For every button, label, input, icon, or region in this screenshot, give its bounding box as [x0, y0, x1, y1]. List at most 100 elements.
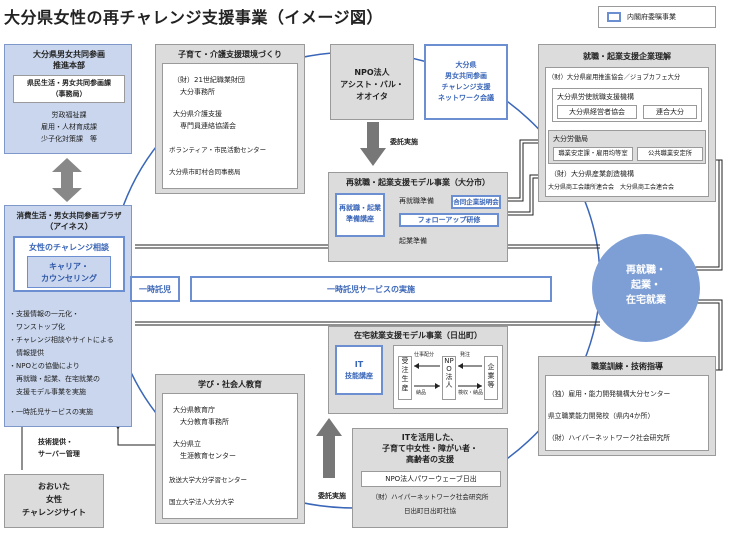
- childcare-line-3: 大分県介護支援: [173, 110, 222, 118]
- career-2: カウンセリング: [41, 274, 97, 283]
- childcare-box: 子育て・介護支援環境づくり （財）21世紀職業財団 大分事務所 大分県介護支援 …: [155, 44, 305, 194]
- network-line-2: 男女共同参画: [445, 72, 487, 80]
- it-course-2: 技能講座: [345, 372, 373, 380]
- childcare-line-6: 大分県市町村合同事務局: [169, 168, 241, 176]
- rengo-oita-label: 連合大分: [656, 108, 684, 116]
- labor-bureau: 大分労働局: [553, 135, 588, 143]
- legend-swatch: [607, 12, 621, 22]
- learning-title: 学び・社会人教育: [198, 380, 262, 389]
- plaza-title-1: 消費生活・男女共同参画プラザ: [16, 211, 122, 220]
- labor-org-box: 大分県労使就職支援機構 大分県経営者協会 連合大分: [552, 88, 702, 122]
- childcare-line-2: 大分事務所: [173, 88, 215, 96]
- plaza-bullet-6: 再就職・起業、在宅就業の: [9, 375, 100, 383]
- order-production: 受注生産: [398, 356, 412, 400]
- rengo-oita: 連合大分: [643, 105, 697, 119]
- employment-section: 職業安定課・雇用均等室: [553, 147, 633, 161]
- childcare-line-4: 専門員連絡協議会: [173, 122, 236, 130]
- vocational-line-3: （財）ハイパーネットワーク社会研究所: [548, 434, 671, 442]
- npo-mid-label: NPO法人: [444, 357, 454, 389]
- down-arrow-icon: [360, 122, 386, 166]
- label-distribution: 仕事配分: [414, 352, 435, 358]
- hq-title-1: 大分県男女共同参画: [33, 50, 105, 59]
- plaza-bullet-4: 情報提供: [9, 349, 44, 357]
- challenge-site-box: おおいた 女性 チャレンジサイト: [4, 474, 104, 528]
- home-title: 在宅就業支援モデル事業（日出町）: [354, 331, 482, 340]
- network-box: 大分県 男女共同参画 チャレンジ支援 ネットワーク会議: [424, 44, 508, 120]
- label-order: 発注: [460, 352, 471, 358]
- learning-line-5: 放送大学大分学習センター: [169, 476, 247, 484]
- plaza-bullet-5: ・NPOとの協働により: [9, 362, 80, 370]
- plaza-bullet-1: ・支援情報の一元化・: [9, 310, 79, 318]
- hq-line-3: 少子化対策課 等: [41, 135, 97, 143]
- npo-line-3: オオイタ: [356, 92, 388, 101]
- career-1: キャリア・: [49, 262, 89, 271]
- reemploy-title: 再就職・起業支援モデル事業（大分市）: [346, 178, 490, 187]
- npo-line-2: アシスト・バル・: [340, 80, 404, 89]
- reemploy-prep-2: 起業準備: [399, 237, 427, 245]
- reemploy-course: 再就職・起業準備講座: [339, 204, 381, 223]
- goal-line-3: 在宅就業: [626, 295, 666, 306]
- plaza-bullet-2: ワンストップ化: [9, 323, 65, 331]
- childcare-line-5: ボランティア・市民活動センター: [169, 146, 267, 154]
- hello-work-label: 公共職業安定所: [647, 150, 693, 157]
- plaza-box: 消費生活・男女共同参画プラザ （アイネス） 女性のチャレンジ相談 キャリア・ カ…: [4, 205, 132, 427]
- info-provide-label: 技術提供・: [38, 438, 73, 446]
- labor-org-title: 大分県労使就職支援機構: [557, 93, 634, 101]
- employ-line-1: （財）大分県雇用推進協会／ジョブカフェ大分: [548, 74, 681, 81]
- vocational-title: 職業訓練・技術指導: [591, 362, 663, 371]
- vocational-inner: （独）雇用・能力開発機構大分センター 県立職業能力開発校（県内4か所） （財）ハ…: [545, 375, 709, 451]
- hq-title-2: 推進本部: [53, 61, 85, 70]
- hq-secretariat-1: 県民生活・男女共同参画課: [27, 79, 111, 87]
- followup-box: フォローアップ研修: [399, 213, 499, 227]
- network-line-1: 大分県: [455, 61, 477, 69]
- company-label: 企業等: [487, 363, 495, 389]
- labor-bureau-box: 大分労働局 職業安定課・雇用均等室 公共職業安定所: [548, 130, 706, 164]
- it-org-1: NPO法人パワーウェーブ日出: [385, 475, 477, 483]
- server-management-label: サーバー管理: [38, 450, 80, 458]
- reemploy-course-box: 再就職・起業準備講座: [335, 193, 385, 237]
- legend: 内閣府委嘱事業: [598, 6, 716, 28]
- ichiji-service-box: 一時託児サービスの実施: [190, 276, 552, 302]
- chambers: 大分県商工会議所連合会 大分県商工会連合会: [548, 184, 675, 191]
- learning-line-4: 生涯教育センター: [173, 452, 236, 460]
- flow-arrows: [414, 363, 482, 389]
- label-delivery: 納品: [416, 390, 427, 396]
- home-flow-box: 受注生産 仕事配分 納品 NPO法人 発注 検収・納品 企業等: [393, 345, 503, 409]
- employ-council-title: 就職・起業支援企業理解: [583, 52, 671, 61]
- company: 企業等: [484, 356, 498, 400]
- up-down-arrow-icon: [52, 158, 82, 202]
- consign-label-1: 委託実施: [390, 138, 418, 146]
- plaza-bullet-8: ・一時託児サービスの実施: [9, 408, 93, 416]
- employers-assoc: 大分県経営者協会: [557, 105, 637, 119]
- it-course-1: IT: [354, 360, 364, 369]
- goal-line-1: 再就職・: [626, 265, 666, 276]
- it-org-3: 日出町日出町社協: [404, 507, 456, 515]
- hq-line-2: 雇用・人材育成課: [41, 123, 97, 131]
- joint-session-box: 合同企業説明会: [451, 195, 501, 209]
- consign-label-2: 委託実施: [318, 492, 346, 500]
- hq-secretariat: 県民生活・男女共同参画課 （事務局）: [13, 75, 125, 103]
- network-line-3: チャレンジ支援: [441, 83, 491, 91]
- site-line-3: チャレンジサイト: [22, 508, 86, 517]
- it-support-title-1: ITを活用した、: [401, 433, 459, 442]
- vocational-line-1: （独）雇用・能力開発機構大分センター: [548, 390, 671, 398]
- plaza-bullet-3: ・チャレンジ相談やサイトによる: [9, 336, 114, 344]
- ichiji-label: 一時託児: [139, 285, 171, 294]
- challenge-consult-title: 女性のチャレンジ相談: [29, 243, 109, 252]
- plaza-bullet-7: 支援モデル事業を実施: [9, 388, 86, 396]
- reemploy-box: 再就職・起業支援モデル事業（大分市） 再就職・起業準備講座 再就職準備 合同企業…: [328, 172, 508, 262]
- npo-box: NPO法人 アシスト・バル・ オオイタ: [330, 44, 414, 120]
- site-line-1: おおいた: [38, 482, 70, 491]
- order-production-label: 受注生産: [401, 357, 409, 392]
- it-course-box: IT 技能講座: [335, 345, 383, 395]
- learning-line-6: 国立大学法人大分大学: [169, 498, 234, 506]
- goal-circle: 再就職・ 起業・ 在宅就業: [592, 234, 700, 342]
- childcare-line-1: （財）21世紀職業財団: [173, 76, 245, 84]
- site-line-2: 女性: [46, 495, 62, 504]
- childcare-inner: （財）21世紀職業財団 大分事務所 大分県介護支援 専門員連絡協議会 ボランティ…: [162, 63, 298, 189]
- npo-line-1: NPO法人: [354, 68, 390, 77]
- hello-work: 公共職業安定所: [637, 147, 703, 161]
- learning-line-3: 大分県立: [173, 440, 201, 448]
- it-support-title-3: 高齢者の支援: [406, 455, 454, 464]
- learning-box: 学び・社会人教育 大分県教育庁 大分教育事務所 大分県立 生涯教育センター 放送…: [155, 374, 305, 524]
